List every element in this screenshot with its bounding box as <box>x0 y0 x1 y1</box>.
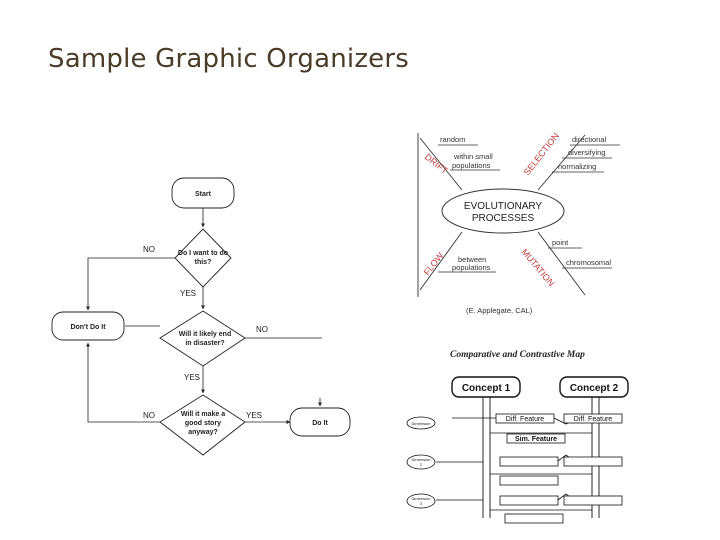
fc-q3-line3: anyway? <box>188 429 218 436</box>
cm-concept1-text: Concept 1 <box>462 383 511 394</box>
cm-dim2-line1: Dimension <box>412 457 431 462</box>
ev-label-drift: DRIFT <box>423 152 450 177</box>
cm-diff-right-box <box>563 413 623 424</box>
ev-label-flow: FLOW <box>422 250 446 277</box>
cm-r2-box-sim <box>499 475 559 486</box>
cm-concept2-box <box>559 376 629 398</box>
fc-q1-diamond <box>174 228 232 288</box>
cm-dim3-line1: Dimension <box>412 496 431 501</box>
cm-diff-left-box <box>495 413 555 424</box>
cm-diff-right-text: Diff. Feature <box>574 416 612 423</box>
cm-concept2-text: Concept 2 <box>570 383 619 394</box>
evolution-map: EVOLUTIONARY PROCESSES DRIFT SELECTION F… <box>417 131 620 315</box>
cm-dim2-oval <box>406 454 436 470</box>
fc-q1-line2: this? <box>195 259 212 266</box>
cm-sim-box <box>506 433 566 444</box>
ev-label-mutation: MUTATION <box>519 247 556 288</box>
ev-center-line2: PROCESSES <box>472 213 535 224</box>
fc-q2-line1: Will it likely end <box>179 331 231 338</box>
fc-line-q3-no <box>86 342 160 423</box>
cm-sim-text: Sim. Feature <box>515 436 557 443</box>
fc-q2-line2: in disaster? <box>185 340 224 347</box>
fc-q1-line1: Do I want to do <box>178 250 228 257</box>
ev-center-ellipse <box>441 188 565 234</box>
fc-dont-text: Don't Do It <box>70 324 106 331</box>
cm-concept1-box <box>451 376 521 398</box>
ev-item-within: within small <box>453 152 493 161</box>
cm-dim2-line2: 2 <box>420 462 423 467</box>
fc-label-no3: NO <box>143 411 155 420</box>
ev-drift-line <box>419 137 463 191</box>
fc-label-no2: NO <box>256 325 268 334</box>
ev-item-populations: populations <box>452 161 491 170</box>
fc-label-yes3: YES <box>246 411 262 420</box>
cm-diff-left-text: Diff. Feature <box>506 416 544 423</box>
ev-item-normalizing: normalizing <box>558 162 596 171</box>
slide-title: Sample Graphic Organizers <box>48 44 410 74</box>
fc-q3-line1: Will it make a <box>181 411 225 418</box>
ev-item-directional: directional <box>572 135 607 144</box>
cm-r3-box-sim <box>504 513 564 524</box>
fc-doit-box <box>289 407 351 437</box>
fc-label-no1: NO <box>143 245 155 254</box>
ev-item-chromosomal: chromosomal <box>566 258 611 267</box>
cm-dim3-line2: 3 <box>420 501 423 506</box>
ev-item-flow-populations: populations <box>452 263 491 272</box>
cm-r2-box-left <box>499 456 559 467</box>
ev-flow-line <box>419 231 463 291</box>
fc-dont-box <box>51 311 125 341</box>
ev-credit: (E. Applegate, CAL) <box>466 306 533 315</box>
ev-item-point: point <box>552 238 569 247</box>
cm-r2-box-right <box>563 456 623 467</box>
cm-dim3-oval <box>406 493 436 509</box>
fc-q3-diamond <box>159 394 246 456</box>
ev-item-diversifying: diversifying <box>568 148 606 157</box>
concept-map: Comparative and Contrastive Map Concept … <box>406 350 629 524</box>
cm-dim1-oval <box>406 416 436 430</box>
fc-q2-diamond <box>159 310 246 367</box>
fc-q3-line2: good story <box>185 420 221 427</box>
cm-r3-box-right <box>563 495 623 506</box>
cm-r3-box-left <box>499 495 559 506</box>
fc-doit-text: Do It <box>312 420 328 427</box>
ev-center-line1: EVOLUTIONARY <box>464 201 542 212</box>
cm-dim1-text: Dimension <box>412 421 431 426</box>
ev-item-random: random <box>440 135 465 144</box>
cm-title: Comparative and Contrastive Map <box>450 350 585 360</box>
fc-start-text: Start <box>195 191 212 198</box>
fc-start-box <box>171 177 235 209</box>
fc-line-q1-no <box>86 257 175 311</box>
ev-mutation-line <box>537 231 586 296</box>
ev-selection-line <box>537 134 586 191</box>
ev-item-between: between <box>458 255 486 264</box>
flowchart: Start Do I want to do this? Will it like… <box>51 177 351 456</box>
fc-label-yes2: YES <box>184 373 200 382</box>
fc-label-yes1: YES <box>180 289 196 298</box>
